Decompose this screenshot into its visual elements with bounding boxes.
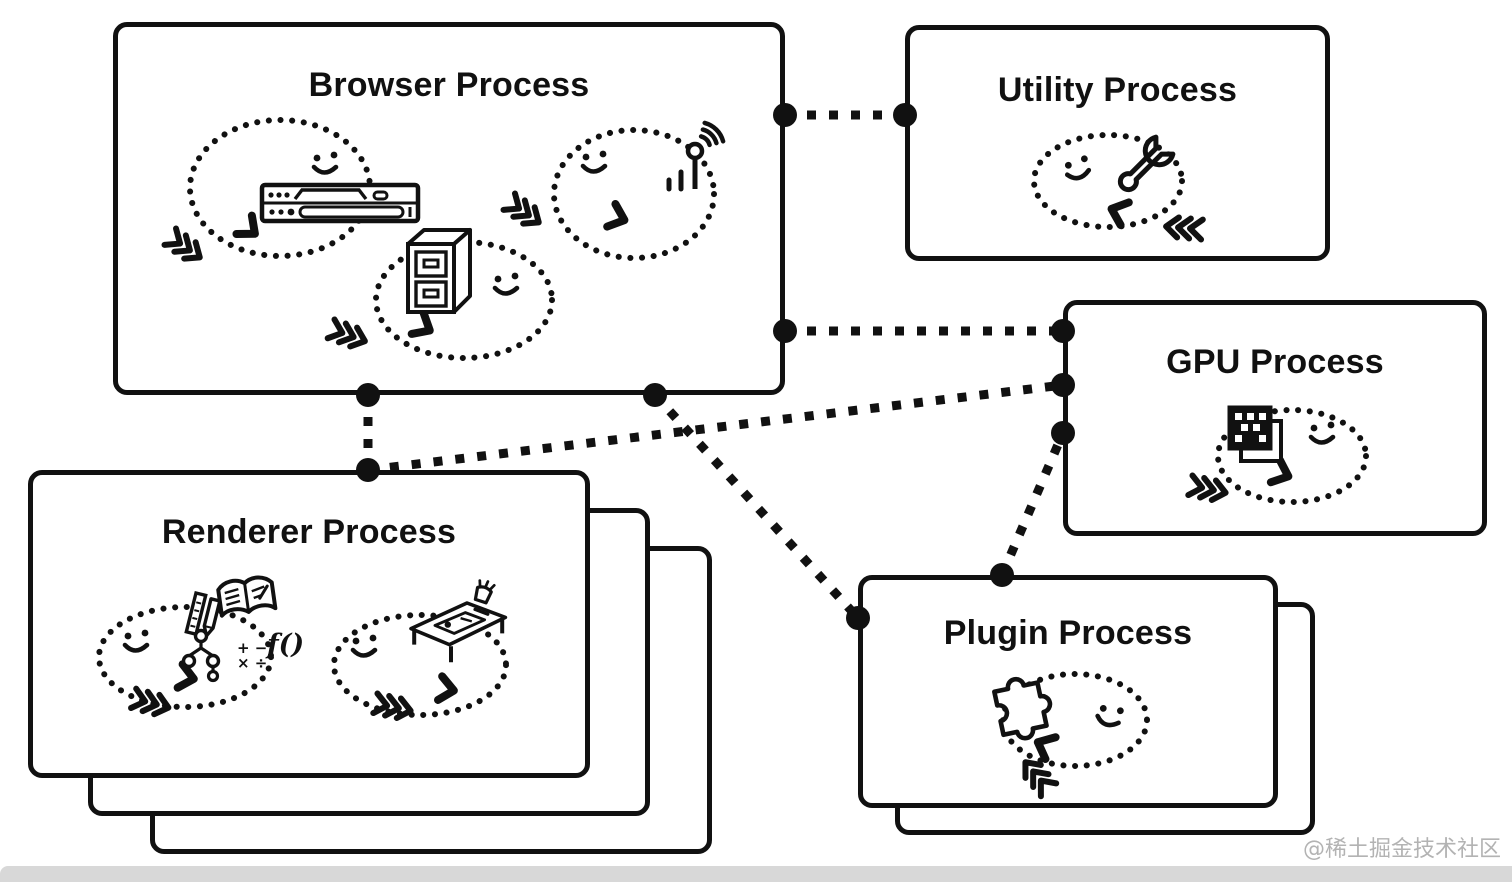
box-title: GPU Process bbox=[1166, 343, 1384, 381]
utility-process-box: Utility Process bbox=[905, 25, 1330, 261]
renderer-process-box: Renderer Process bbox=[28, 470, 590, 778]
flow-chevrons-icon bbox=[373, 693, 412, 720]
svg-text:× ÷: × ÷ bbox=[237, 654, 267, 672]
function-label: f() bbox=[265, 629, 304, 660]
watermark: @稀土掘金技术社区 bbox=[1303, 837, 1502, 862]
dom-tree-icon bbox=[181, 628, 221, 683]
smiley-icon bbox=[125, 630, 149, 651]
smiley-icon bbox=[314, 152, 338, 173]
ruler-pencil-icon bbox=[184, 590, 222, 638]
raster-grid-icon bbox=[1227, 405, 1283, 463]
gpu-process-box: GPU Process bbox=[1063, 300, 1487, 536]
smiley-icon bbox=[583, 151, 607, 172]
puzzle-icon bbox=[992, 676, 1053, 741]
process-loop bbox=[1188, 405, 1369, 503]
wrench-icon bbox=[1117, 134, 1176, 193]
process-loop bbox=[1031, 132, 1203, 240]
smiley-icon bbox=[1064, 155, 1092, 180]
flow-chevrons-icon bbox=[504, 193, 545, 230]
box-title: Browser Process bbox=[308, 66, 590, 104]
flow-arrow-icon bbox=[1107, 198, 1128, 225]
flow-arrow-icon bbox=[236, 216, 262, 243]
flow-chevrons-icon bbox=[1188, 475, 1227, 502]
flow-arrow-icon bbox=[438, 676, 456, 702]
connection-line bbox=[367, 380, 1064, 475]
flow-arrow-icon bbox=[1271, 460, 1293, 487]
plugin-process-box: Plugin Process bbox=[858, 575, 1278, 808]
svg-text:+ −: + − bbox=[237, 639, 267, 657]
book-icon bbox=[216, 575, 278, 618]
box-title: Plugin Process bbox=[943, 614, 1193, 652]
smiley-icon bbox=[1311, 422, 1335, 443]
file-cabinet-icon bbox=[406, 228, 472, 314]
process-loop: + − × ÷ f() bbox=[96, 575, 304, 718]
flow-arrow-icon bbox=[412, 313, 436, 341]
drafting-table-icon bbox=[409, 579, 508, 663]
footer-bar bbox=[0, 866, 1512, 882]
process-loop bbox=[328, 228, 555, 361]
box-title: Utility Process bbox=[997, 71, 1238, 109]
flow-arrow-icon bbox=[178, 664, 197, 690]
smiley-icon bbox=[495, 273, 519, 294]
flow-arrow-icon bbox=[1033, 731, 1056, 759]
flow-arrow-icon bbox=[607, 204, 628, 231]
flow-chevrons-icon bbox=[165, 228, 206, 265]
process-loop bbox=[165, 117, 421, 266]
math-symbols-label: + − × ÷ bbox=[237, 639, 267, 672]
browser-process-box: Browser Process bbox=[113, 22, 785, 395]
smiley-icon bbox=[353, 635, 377, 656]
flow-chevrons-icon bbox=[328, 319, 369, 350]
flow-chevrons-icon bbox=[1165, 216, 1203, 239]
process-loop bbox=[331, 579, 509, 720]
process-loop bbox=[992, 671, 1150, 796]
connection-line bbox=[997, 431, 1068, 577]
box-title: Renderer Process bbox=[161, 513, 457, 551]
browser-toolbar-icon bbox=[259, 182, 421, 224]
process-loop bbox=[504, 120, 726, 261]
antenna-icon bbox=[666, 120, 726, 192]
smiley-icon bbox=[1096, 701, 1125, 728]
